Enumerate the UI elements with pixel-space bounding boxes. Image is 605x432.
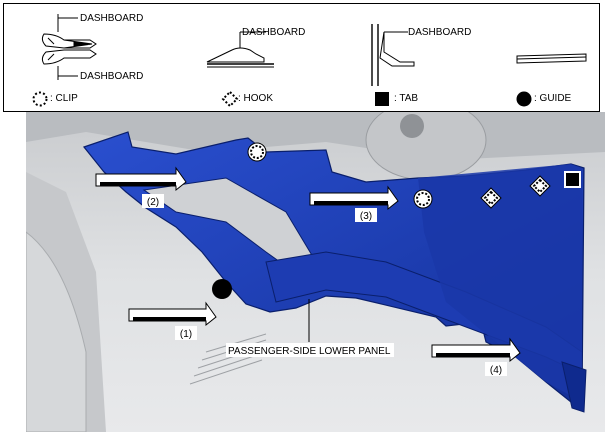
tab-icon [375,92,389,106]
clip-icon [32,91,48,107]
panel-removal-illustration: (2) (3) (1) (4) PASSENGER-SIDE LOWER PAN… [26,112,605,432]
footwell-side [26,231,87,432]
hook-legend-label: : HOOK [238,93,274,104]
part-label: PASSENGER-SIDE LOWER PANEL [226,343,394,357]
step-label-1: (1) [175,326,197,340]
svg-text:(1): (1) [180,329,192,340]
guide-legend-label: : GUIDE [534,93,572,104]
dashboard-label-hook: DASHBOARD [242,27,306,38]
step-label-3: (3) [355,208,377,222]
svg-text:(4): (4) [490,365,502,376]
clip-marker-top [247,142,267,162]
legend-box: DASHBOARD DASHBOARD DASHBOARD DASHBOARD … [3,3,600,112]
dashboard-label-tab: DASHBOARD [408,27,472,38]
dashboard-label-clip-top: DASHBOARD [80,13,144,24]
step-label-4: (4) [485,362,507,376]
panel-tab-end [561,361,587,413]
svg-text:PASSENGER-SIDE LOWER PANEL: PASSENGER-SIDE LOWER PANEL [228,346,391,357]
hook-icon [221,90,239,108]
hook-marker-2 [529,175,551,197]
step-label-2: (2) [142,194,164,208]
removal-arrow-1 [128,301,217,327]
svg-text:(3): (3) [360,211,372,222]
clip-fastener-illustration [41,14,97,80]
tab-fastener-illustration [371,24,415,86]
dashboard-label-clip-bottom: DASHBOARD [80,71,144,82]
vent-knob [400,114,424,138]
guide-fastener-illustration [516,53,587,64]
clip-marker-right [413,189,433,209]
svg-text:(2): (2) [147,197,159,208]
clip-legend-label: : CLIP [50,93,78,104]
removal-arrow-2 [95,166,187,192]
legend-drawings [32,14,587,108]
tab-marker [564,171,581,188]
guide-icon [516,91,532,107]
removal-arrow-3 [309,185,399,211]
removal-arrow-4 [431,337,521,363]
hook-marker-1 [480,187,502,209]
panel-right-face [418,164,582,402]
guide-marker [212,279,232,299]
tab-legend-label: : TAB [394,93,419,104]
hook-fastener-illustration [206,31,274,68]
